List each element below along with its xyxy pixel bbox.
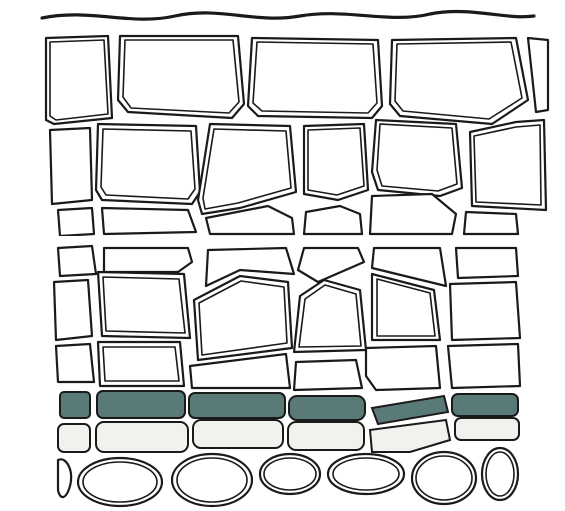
dark-speckled-cell-band	[60, 391, 518, 424]
cell	[101, 129, 195, 199]
cell	[528, 38, 548, 112]
cell	[103, 277, 185, 333]
cuticle-line	[42, 11, 534, 19]
cell	[177, 458, 247, 502]
cell	[58, 246, 96, 276]
cell	[83, 462, 157, 502]
light-speckled-cell-band	[58, 418, 519, 452]
lower-polygonal-cells	[54, 246, 520, 390]
light-band-cell	[58, 424, 90, 452]
dark-band-cell	[97, 391, 185, 418]
cell	[298, 248, 364, 282]
cell	[56, 344, 94, 382]
middle-polygonal-cells	[50, 120, 546, 214]
cell	[123, 40, 239, 113]
cell	[486, 452, 514, 496]
cell	[294, 360, 362, 390]
cell	[377, 124, 457, 191]
light-band-cell	[455, 418, 519, 440]
cell	[50, 128, 92, 204]
dark-band-cell	[289, 396, 365, 420]
cell	[253, 42, 377, 113]
light-band-cell	[193, 420, 283, 448]
cell	[395, 42, 522, 119]
cell	[464, 212, 518, 234]
cell	[304, 206, 362, 234]
upper-large-cells	[46, 36, 548, 124]
cell	[370, 194, 456, 234]
cell	[104, 248, 192, 272]
dark-band-cell	[372, 396, 448, 424]
cell	[264, 458, 316, 490]
dark-band-cell	[452, 394, 518, 416]
cell	[448, 344, 520, 388]
image-split-band	[40, 236, 560, 246]
cell	[103, 347, 179, 381]
cell	[102, 208, 196, 234]
bottom-rounded-cells	[58, 448, 518, 506]
light-band-cell	[288, 422, 364, 450]
dark-band-cell	[189, 393, 285, 418]
cell	[456, 248, 518, 278]
cell	[450, 282, 520, 340]
cell	[58, 208, 94, 236]
cell	[416, 456, 472, 500]
light-band-cell	[370, 420, 450, 452]
cell	[58, 459, 71, 497]
cell	[50, 40, 108, 120]
cell	[308, 128, 364, 195]
cell	[366, 346, 440, 390]
cell	[474, 125, 541, 205]
light-band-cell	[96, 422, 188, 452]
cell	[333, 458, 399, 490]
dark-band-cell	[60, 392, 90, 418]
cell	[54, 280, 92, 340]
